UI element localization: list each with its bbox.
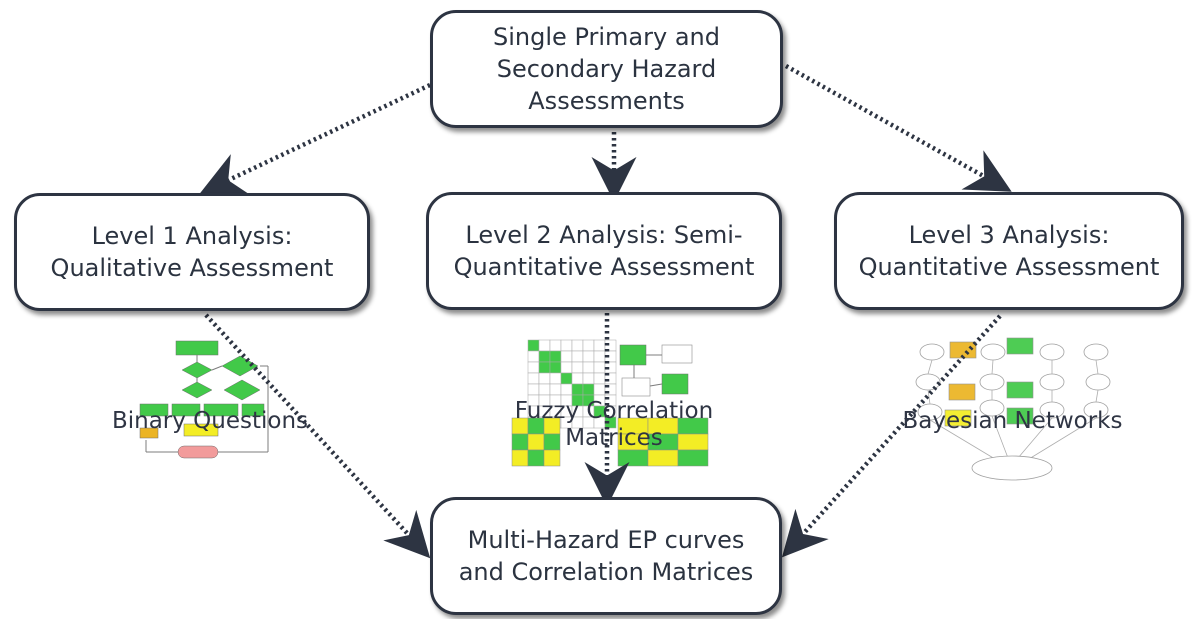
network-edge [991,359,994,375]
matrix-cell [571,339,584,352]
network-edge [1095,389,1099,403]
level2-analysis-box: Level 2 Analysis: Semi- Quantitative Ass… [426,192,782,310]
matrix-cell [582,361,595,374]
matrix-cell [582,372,595,385]
matrix-cell [571,361,584,374]
fuzzy-table-cell [543,449,561,467]
matrix-cell [593,383,606,396]
matrix-cell [549,350,562,363]
arrow-level1-to-bottom [204,313,431,559]
network-node [948,383,976,401]
matrix-cell [560,350,573,363]
network-node [980,343,1006,361]
primary-secondary-hazard-box: Single Primary and Secondary Hazard Asse… [430,10,783,128]
matrix-cell [549,383,562,396]
matrix-cell [560,372,573,385]
matrix-cell [582,383,595,396]
network-edge [1017,417,1053,459]
matrix-cell [538,361,551,374]
primary-secondary-hazard-label: Single Primary and Secondary Hazard Asse… [493,23,720,115]
fuzzy-table-cell [617,449,649,467]
matrix-cell [593,350,606,363]
matrix-cell [538,372,551,385]
matrix-cell [538,339,551,352]
network-edge [1095,359,1099,375]
fuzzy-table-cell [527,449,545,467]
network-node [979,373,1005,391]
network-output-node [971,455,1053,481]
matrix-cell [560,383,573,396]
matrix-cell [549,372,562,385]
network-node [944,409,972,427]
matrix-cell [549,361,562,374]
multi-hazard-output-box: Multi-Hazard EP curves and Correlation M… [430,497,782,615]
matrix-cell [593,361,606,374]
level2-analysis-label: Level 2 Analysis: Semi- Quantitative Ass… [453,221,755,281]
network-node [1006,381,1034,399]
network-edge [991,415,1009,459]
matrix-cell [571,383,584,396]
matrix-cell [527,383,540,396]
matrix-cell [538,350,551,363]
network-node [1039,373,1065,391]
matrix-cell [527,372,540,385]
network-node [919,343,945,361]
level3-analysis-label: Level 3 Analysis: Quantitative Assessmen… [858,221,1160,281]
fuzzy-table-cell [511,449,529,467]
level1-analysis-label: Level 1 Analysis: Qualitative Assessment [50,222,334,282]
binary-questions-thumbnail [139,340,269,459]
network-node [1085,373,1111,391]
matrix-cell [560,339,573,352]
matrix-cell [527,339,540,352]
network-node [1039,343,1065,361]
network-edge [927,359,933,375]
fuzzy-correlation-caption: Fuzzy Correlation Matrices [514,398,714,451]
network-edge [1023,417,1097,463]
fuzzy-table-cell [677,449,709,467]
multi-hazard-output-label: Multi-Hazard EP curves and Correlation M… [458,526,754,586]
fuzzy-table-cell [647,449,679,467]
fuzzy-matrix-thumbnail [511,339,709,467]
arrow-top-to-level1 [199,82,431,195]
matrix-cell [571,372,584,385]
bayesian-networks-caption: Bayesian Networks [902,408,1123,434]
matrix-cell [549,339,562,352]
network-edge [929,419,1001,463]
matrix-cell [593,372,606,385]
network-node [915,373,941,391]
bayesian-network-thumbnail [915,337,1111,481]
network-node [1006,407,1034,425]
network-node [1083,343,1109,361]
matrix-cell [571,350,584,363]
level3-analysis-box: Level 3 Analysis: Quantitative Assessmen… [834,192,1184,310]
matrix-cell [527,361,540,374]
matrix-cell [582,350,595,363]
matrix-cell [527,350,540,363]
matrix-cell [538,383,551,396]
arrow-top-to-level3 [784,64,1012,192]
matrix-cell [560,361,573,374]
level1-analysis-box: Level 1 Analysis: Qualitative Assessment [14,193,370,311]
arrows [199,64,1012,559]
network-edge [927,389,931,405]
matrix-cell [593,339,606,352]
matrix-cell [582,339,595,352]
network-node [1006,337,1034,355]
binary-questions-caption: Binary Questions [111,408,309,434]
